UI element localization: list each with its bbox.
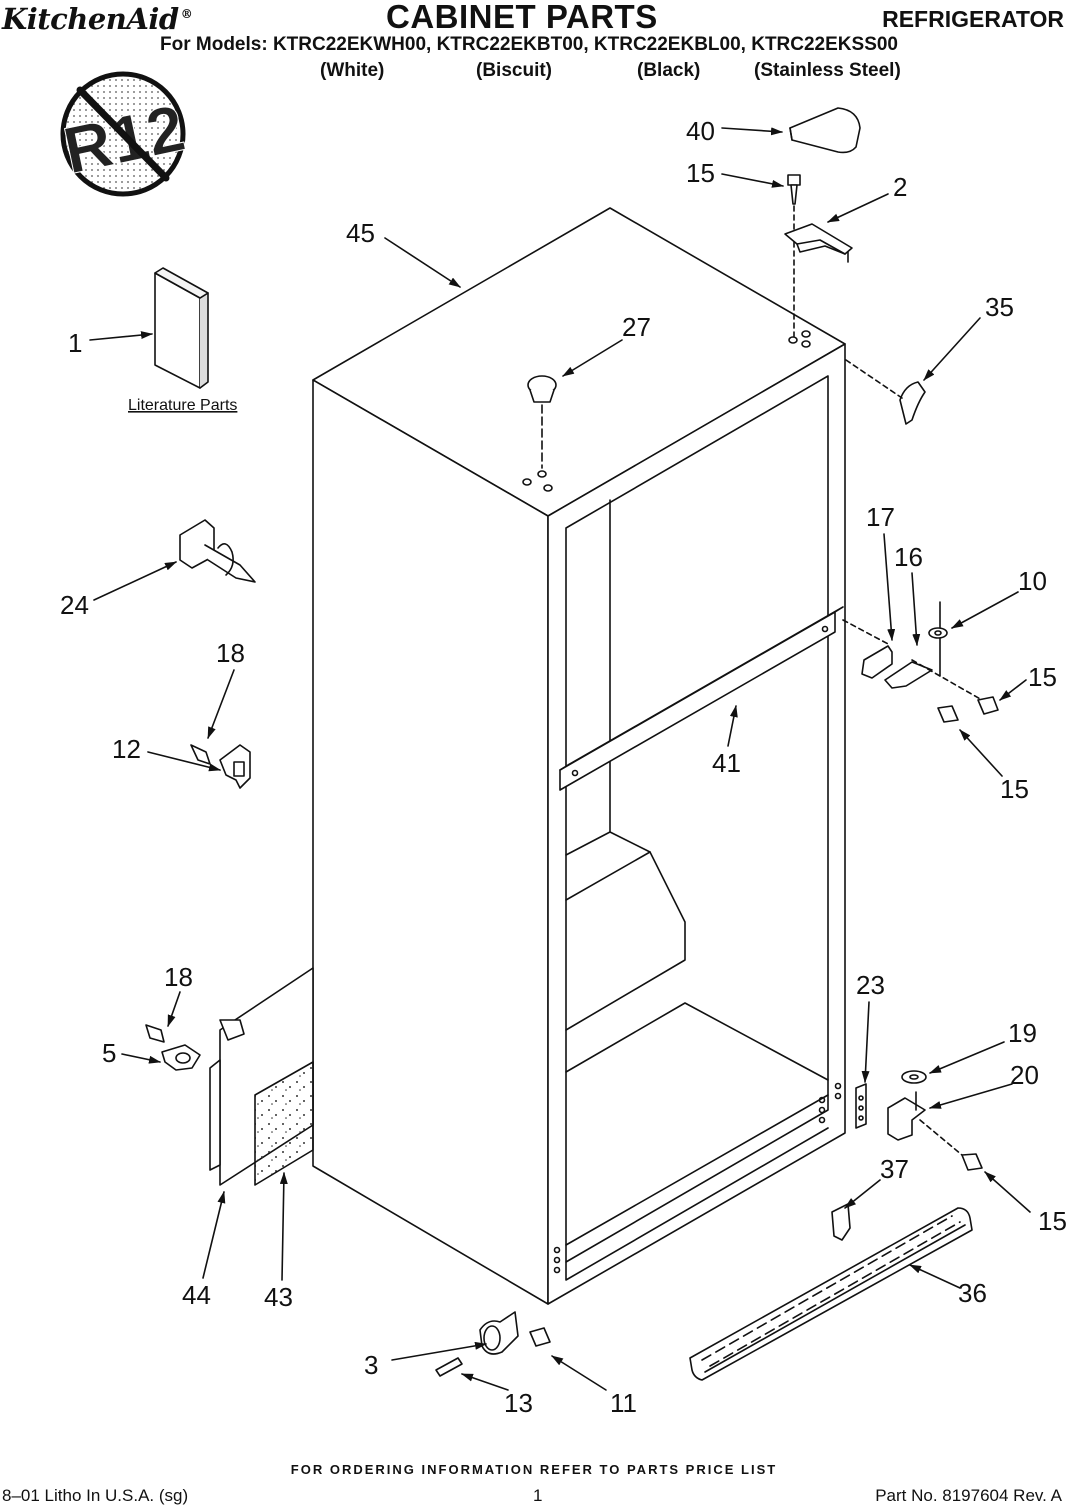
callout-15-bottom: 15 [1038, 1206, 1067, 1236]
top-hinge-icon [784, 223, 853, 263]
divider-rail [559, 606, 844, 791]
cord-clamp-icon [145, 1024, 201, 1071]
door-stop-icon [845, 359, 926, 425]
callout-15-middle: 15 [1028, 662, 1057, 692]
callout-41: 41 [712, 748, 741, 778]
no-r12-badge-icon: R12 [57, 71, 191, 197]
grille-clip-icon [831, 1203, 851, 1241]
callout-23: 23 [856, 970, 885, 1000]
callout-45: 45 [346, 218, 375, 248]
bottom-hinge-icon [855, 1070, 983, 1171]
callout-11: 11 [610, 1388, 637, 1418]
page-number: 1 [533, 1486, 543, 1505]
callout-15-top: 15 [686, 158, 715, 188]
registered-mark: ® [180, 7, 193, 22]
hinge-cover-icon [789, 107, 861, 154]
callout-17: 17 [866, 502, 895, 532]
callout-3: 3 [364, 1350, 378, 1380]
callout-2: 2 [893, 172, 907, 202]
leveling-leg-icon [179, 519, 256, 583]
center-hinge-icon [842, 601, 999, 723]
callout-20: 20 [1010, 1060, 1039, 1090]
callout-43: 43 [264, 1282, 293, 1312]
ordering-note: FOR ORDERING INFORMATION REFER TO PARTS … [290, 1462, 778, 1477]
side-panel-icon [209, 967, 314, 1186]
models-line: For Models: KTRC22EKWH00, KTRC22EKBT00, … [160, 34, 898, 55]
variant-white: (White) [320, 60, 385, 81]
callout-13: 13 [504, 1388, 533, 1418]
litho-note: 8–01 Litho In U.S.A. (sg) [2, 1486, 189, 1505]
variant-biscuit: (Biscuit) [476, 60, 552, 81]
brand-name: KitchenAid [2, 2, 179, 36]
callout-18-lower: 18 [164, 962, 193, 992]
callout-37: 37 [880, 1154, 909, 1184]
toe-grille-icon [689, 1207, 973, 1381]
callout-10: 10 [1018, 566, 1047, 596]
literature-label: Literature Parts [128, 397, 237, 414]
callout-leaders [89, 127, 1031, 1391]
variant-stainless: (Stainless Steel) [754, 60, 901, 81]
literature-booklet-icon [154, 267, 209, 389]
page-title: CABINET PARTS [386, 0, 658, 35]
part-number: Part No. 8197604 Rev. A [875, 1486, 1062, 1505]
callout-19: 19 [1008, 1018, 1037, 1048]
callout-35: 35 [985, 292, 1014, 322]
callout-16: 16 [894, 542, 923, 572]
cabinet-body [312, 207, 846, 1305]
brand-logo: KitchenAid® [2, 2, 193, 36]
appliance-type: REFRIGERATOR [882, 6, 1064, 32]
roller-assembly-icon [435, 1311, 551, 1377]
callout-15-lower: 15 [1000, 774, 1029, 804]
plug-button-icon [527, 375, 557, 469]
callout-24: 24 [60, 590, 89, 620]
callout-36: 36 [958, 1278, 987, 1308]
callout-1: 1 [68, 328, 82, 358]
callout-27: 27 [622, 312, 651, 342]
variant-black: (Black) [637, 60, 701, 81]
callout-12: 12 [112, 734, 141, 764]
callout-18-upper: 18 [216, 638, 245, 668]
callout-5: 5 [102, 1038, 116, 1068]
callout-40: 40 [686, 116, 715, 146]
door-clip-icon [190, 744, 251, 789]
screw-icon [787, 174, 801, 337]
callout-44: 44 [182, 1280, 211, 1310]
